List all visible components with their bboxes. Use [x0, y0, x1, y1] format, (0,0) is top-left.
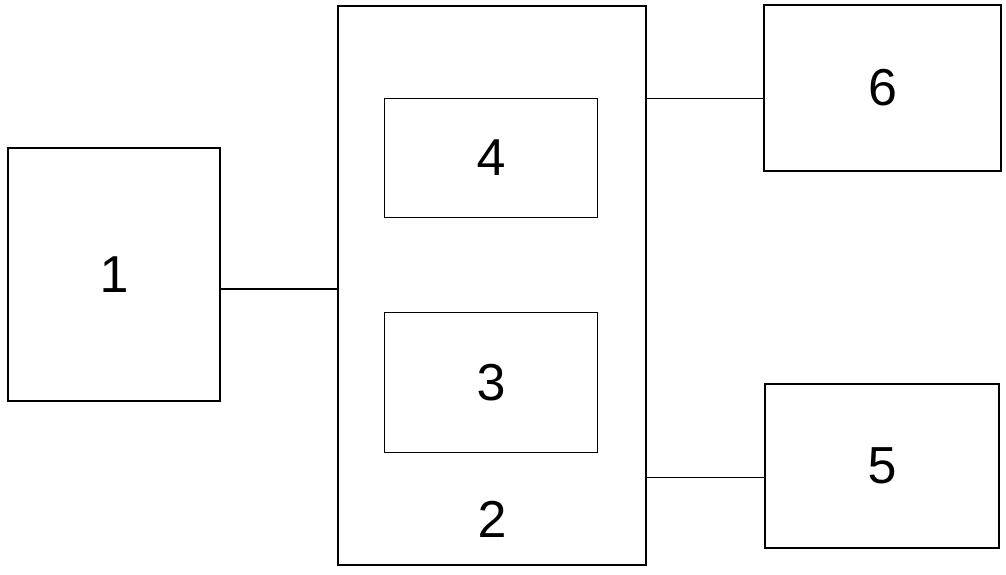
connector-block1-block2 [221, 288, 337, 290]
block-6-label: 6 [868, 59, 897, 117]
block-2: 2 [337, 5, 647, 566]
block-1-label: 1 [99, 245, 129, 304]
block-5-label: 5 [867, 437, 897, 495]
block-2-label: 2 [477, 491, 507, 549]
block-4-label: 4 [476, 129, 506, 187]
block-4: 4 [384, 98, 598, 218]
block-6: 6 [763, 4, 1002, 172]
block-3-label: 3 [476, 353, 506, 412]
block-1: 1 [7, 147, 221, 402]
connector-block2-block5 [647, 477, 764, 478]
block-5: 5 [764, 383, 1000, 549]
block-3: 3 [384, 312, 598, 453]
connector-block2-block6 [647, 98, 763, 99]
